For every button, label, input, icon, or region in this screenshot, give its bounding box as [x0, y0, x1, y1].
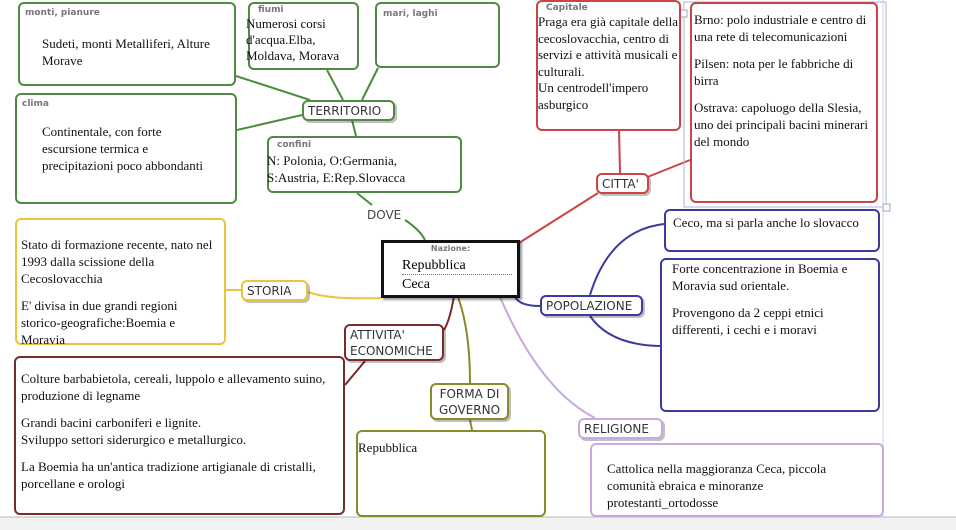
topic-forma-di-governo[interactable]: FORMA DI GOVERNO	[430, 383, 509, 420]
monti-text: Sudeti, monti Metalliferi, Alture Morave	[42, 36, 210, 68]
religione-box[interactable]: Cattolica nella maggioranza Ceca, piccol…	[590, 443, 884, 517]
confini-box[interactable]: confini N: Polonia, O:Germania, S:Austri…	[267, 136, 462, 193]
capitale-box[interactable]: Capitale Praga era già capitale della ce…	[536, 0, 681, 131]
monti-box[interactable]: monti, pianure Sudeti, monti Metalliferi…	[18, 2, 236, 86]
topic-popolazione[interactable]: POPOLAZIONE	[540, 295, 643, 316]
fiumi-text: Numerosi corsi d'acqua.Elba, Moldava, Mo…	[246, 16, 340, 63]
clima-text: Continentale, con forte escursione termi…	[42, 124, 204, 173]
mari-box[interactable]: mari, laghi	[375, 2, 500, 68]
topic-religione[interactable]: RELIGIONE	[578, 418, 663, 439]
storia-box[interactable]: Stato di formazione recente, nato nel 19…	[15, 218, 226, 347]
topic-attivita-economiche[interactable]: ATTIVITA' ECONOMICHE	[344, 324, 444, 361]
lingua-box[interactable]: Ceco, ma si parla anche lo slovacco	[664, 209, 880, 252]
altre-citta-box[interactable]: Brno: polo industriale e centro di una r…	[690, 2, 878, 203]
central-topic[interactable]: Nazione: Repubblica Ceca	[381, 240, 520, 298]
popolazione-box[interactable]: Forte concentrazione in Boemia e Moravia…	[660, 258, 880, 412]
attivita-box[interactable]: Colture barbabietola, cereali, luppolo e…	[14, 356, 345, 515]
fiumi-box[interactable]: fiumi Numerosi corsi d'acqua.Elba, Molda…	[246, 2, 359, 70]
dove-label: DOVE	[367, 208, 402, 222]
topic-territorio[interactable]: TERRITORIO	[302, 100, 395, 121]
clima-box[interactable]: clima Continentale, con forte escursione…	[15, 93, 237, 204]
topic-storia[interactable]: STORIA	[241, 280, 308, 301]
governo-box[interactable]: Repubblica	[356, 430, 546, 517]
topic-citta[interactable]: CITTA'	[596, 173, 649, 194]
